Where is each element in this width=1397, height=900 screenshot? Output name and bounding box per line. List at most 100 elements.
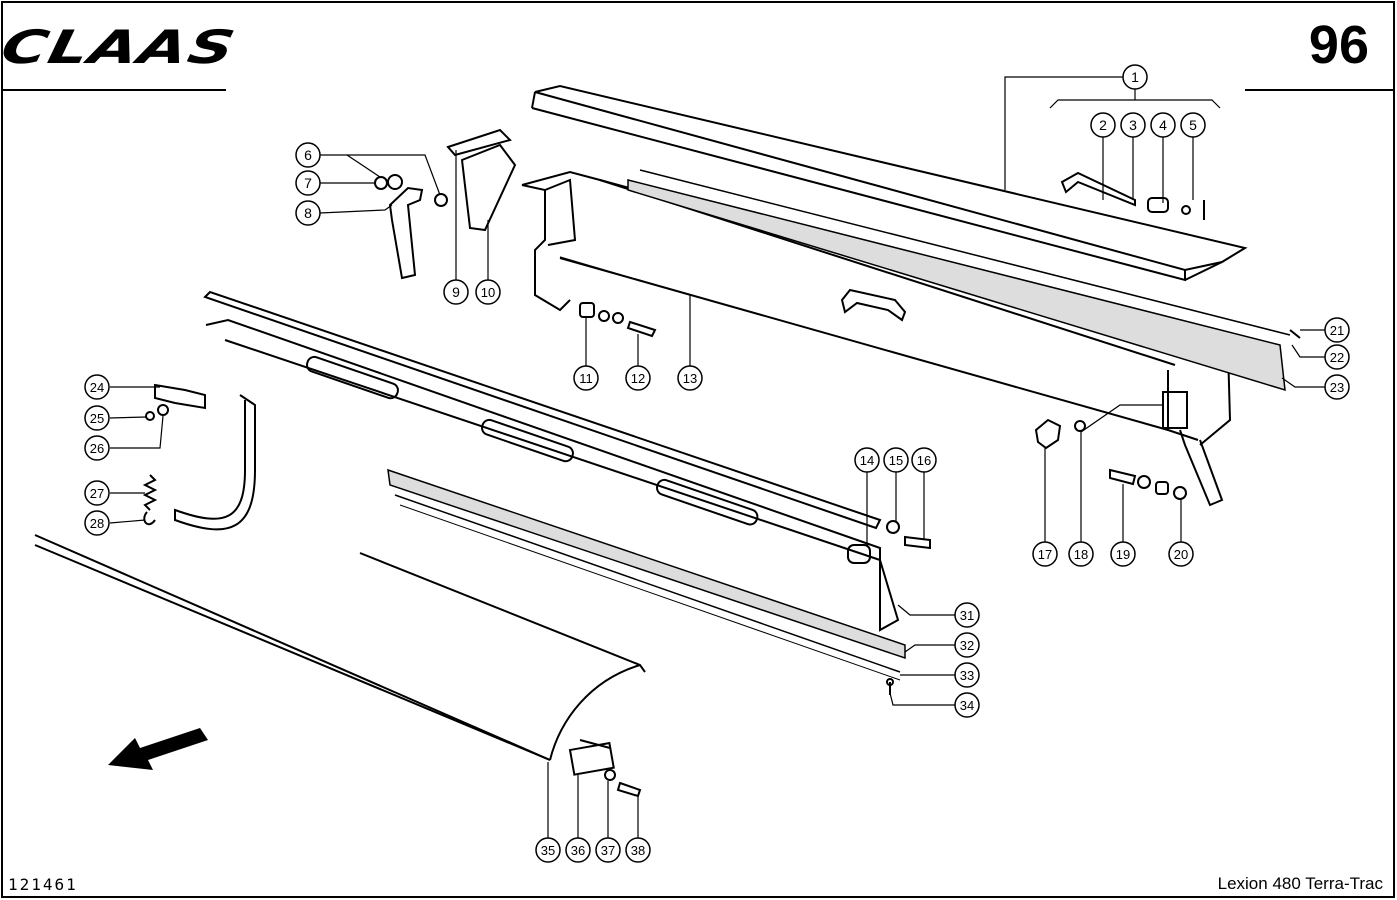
callout-13: 13 (677, 365, 703, 391)
callout-26: 26 (84, 435, 110, 461)
callout-label: 19 (1116, 547, 1130, 562)
callout-circle (954, 692, 980, 718)
callout-label: 20 (1174, 547, 1188, 562)
callout-circle (84, 405, 110, 431)
callout-label: 22 (1330, 350, 1344, 365)
pin-rod-assembly (1060, 171, 1205, 220)
callout-circle (1324, 374, 1350, 400)
callout-18: 18 (1068, 541, 1094, 567)
callout-circle (1180, 112, 1206, 138)
callout-21: 21 (1324, 317, 1350, 343)
callout-label: 36 (571, 843, 585, 858)
callout-1: 1 (1122, 64, 1148, 90)
callout-circle (573, 365, 599, 391)
callout-circle (1150, 112, 1176, 138)
callout-label: 9 (452, 284, 460, 300)
callout-16: 16 (911, 447, 937, 473)
callout-circle (911, 447, 937, 473)
callout-20: 20 (1168, 541, 1194, 567)
small-hardware (142, 302, 1301, 798)
leader-lines (109, 76, 1325, 838)
callout-circle (1110, 541, 1136, 567)
callout-label: 28 (90, 516, 104, 531)
callout-circle (84, 510, 110, 536)
callout-circle (677, 365, 703, 391)
callout-5: 5 (1180, 112, 1206, 138)
callout-circle (883, 447, 909, 473)
callout-label: 5 (1189, 117, 1197, 133)
callout-23: 23 (1324, 374, 1350, 400)
direction-arrow-icon (108, 728, 208, 770)
callout-circle (1120, 112, 1146, 138)
callout-label: 34 (960, 698, 974, 713)
callout-8: 8 (295, 200, 321, 226)
callout-label: 37 (601, 843, 615, 858)
callout-22: 22 (1324, 344, 1350, 370)
callout-circle (295, 170, 321, 196)
callout-33: 33 (954, 662, 980, 688)
callout-label: 25 (90, 411, 104, 426)
callout-label: 10 (481, 285, 495, 300)
callout-circle (1090, 112, 1116, 138)
callout-circle (535, 837, 561, 863)
callout-12: 12 (625, 365, 651, 391)
callout-31: 31 (954, 602, 980, 628)
callout-19: 19 (1110, 541, 1136, 567)
callout-circle (295, 142, 321, 168)
callout-3: 3 (1120, 112, 1146, 138)
callout-circle (565, 837, 591, 863)
callout-9: 9 (443, 279, 469, 305)
callout-label: 27 (90, 486, 104, 501)
callout-circle (854, 447, 880, 473)
callout-circle (954, 662, 980, 688)
drawing-number: 121461 (8, 875, 78, 894)
callout-label: 21 (1330, 323, 1344, 338)
model-name: Lexion 480 Terra-Trac (1217, 874, 1383, 893)
page-number: 96 (1308, 15, 1369, 75)
callout-circle (84, 374, 110, 400)
callout-label: 11 (579, 371, 593, 386)
callout-label: 26 (90, 441, 104, 456)
callout-label: 18 (1074, 547, 1088, 562)
callout-label: 7 (304, 175, 312, 191)
callout-circle (1324, 317, 1350, 343)
lower-roller-assembly (174, 290, 906, 681)
callout-7: 7 (295, 170, 321, 196)
callout-label: 23 (1330, 380, 1344, 395)
callout-4: 4 (1150, 112, 1176, 138)
callout-circle (625, 837, 651, 863)
upper-cover-assembly (521, 84, 1291, 507)
callout-label: 12 (631, 371, 645, 386)
callout-circle (1068, 541, 1094, 567)
callout-circle (84, 435, 110, 461)
callout-32: 32 (954, 632, 980, 658)
callout-circle (84, 480, 110, 506)
callout-circle (595, 837, 621, 863)
callout-label: 32 (960, 638, 974, 653)
callout-label: 13 (683, 371, 697, 386)
callout-35: 35 (535, 837, 561, 863)
callout-28: 28 (84, 510, 110, 536)
upper-left-brackets (374, 128, 517, 280)
callout-label: 6 (304, 147, 312, 163)
front-hood (34, 534, 646, 761)
callout-6: 6 (295, 142, 321, 168)
callout-circle (443, 279, 469, 305)
callout-circle (954, 602, 980, 628)
callout-circle (295, 200, 321, 226)
callout-circle (954, 632, 980, 658)
callout-label: 3 (1129, 117, 1137, 133)
callout-37: 37 (595, 837, 621, 863)
callout-38: 38 (625, 837, 651, 863)
callout-11: 11 (573, 365, 599, 391)
callout-24: 24 (84, 374, 110, 400)
callout-label: 2 (1099, 117, 1107, 133)
callout-circle (625, 365, 651, 391)
callout-10: 10 (475, 279, 501, 305)
callout-14: 14 (854, 447, 880, 473)
callout-36: 36 (565, 837, 591, 863)
callout-circle (1032, 541, 1058, 567)
